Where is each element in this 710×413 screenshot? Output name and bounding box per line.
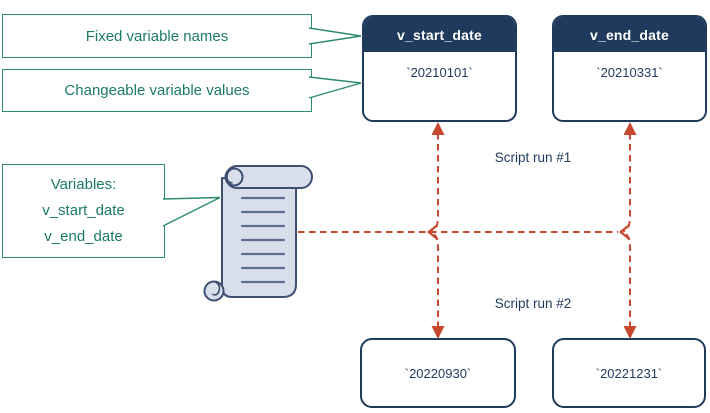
card-run2-end-value: `20221231` xyxy=(552,338,706,408)
scroll-top-roll-spiral xyxy=(226,167,235,184)
callout-pointer-3 xyxy=(162,196,221,227)
card-v-start-date-value: `20210101` xyxy=(406,65,473,80)
arrow-up-icon xyxy=(623,122,637,135)
callout-variables: Variables: v_start_date v_end_date xyxy=(2,164,165,258)
callout-pointer-1-fill xyxy=(309,28,361,44)
card-run2-start-value-text: `20220930` xyxy=(404,365,472,381)
callout-changeable-variable-values-label: Changeable variable values xyxy=(64,82,250,99)
card-v-end-date-value: `20210331` xyxy=(596,65,663,80)
card-run2-end-value-text: `20221231` xyxy=(595,365,663,381)
callout-variables-title: Variables: xyxy=(50,176,117,193)
script-run-2-label: Script run #2 xyxy=(494,296,572,311)
callout-changeable-variable-values: Changeable variable values xyxy=(2,69,312,112)
callout-variables-line-end-date: v_end_date xyxy=(44,228,123,245)
card-v-end-date-title: v_end_date xyxy=(554,17,705,52)
card-v-end-date: v_end_date `20210331` xyxy=(552,15,707,122)
scroll-text-lines xyxy=(240,196,286,284)
script-run-1-label: Script run #1 xyxy=(494,150,572,165)
scroll-top-roll xyxy=(225,165,313,189)
arrow-left-icon xyxy=(619,224,631,240)
callout-variables-line-start-date: v_start_date xyxy=(42,202,125,219)
callout-pointer-2-fill xyxy=(309,77,361,98)
card-v-start-date-title: v_start_date xyxy=(364,17,515,52)
dashed-line-v1-upper xyxy=(430,133,439,233)
arrow-left-icon xyxy=(427,224,439,240)
arrow-up-icon xyxy=(431,122,445,135)
callout-fixed-variable-names: Fixed variable names xyxy=(2,14,312,58)
card-v-start-date: v_start_date `20210101` xyxy=(362,15,517,122)
scroll-top-roll-end xyxy=(224,167,244,187)
callout-pointer-1 xyxy=(308,27,362,45)
callout-fixed-variable-names-label: Fixed variable names xyxy=(85,27,229,45)
callout-variables-lines: Variables: v_start_date v_end_date xyxy=(42,172,125,250)
scroll-body xyxy=(221,177,297,298)
scroll-icon xyxy=(203,165,313,302)
callout-pointer-3-fill xyxy=(163,197,220,226)
dashed-line-v2-lower xyxy=(622,231,631,328)
dashed-line-v2-upper xyxy=(622,133,631,233)
dashed-line-v1-lower xyxy=(430,231,439,328)
callout-pointer-2 xyxy=(308,76,362,99)
card-run2-start-value: `20220930` xyxy=(360,338,516,408)
scroll-bottom-curl-spiral xyxy=(212,280,221,296)
scroll-bottom-curl xyxy=(203,280,225,302)
